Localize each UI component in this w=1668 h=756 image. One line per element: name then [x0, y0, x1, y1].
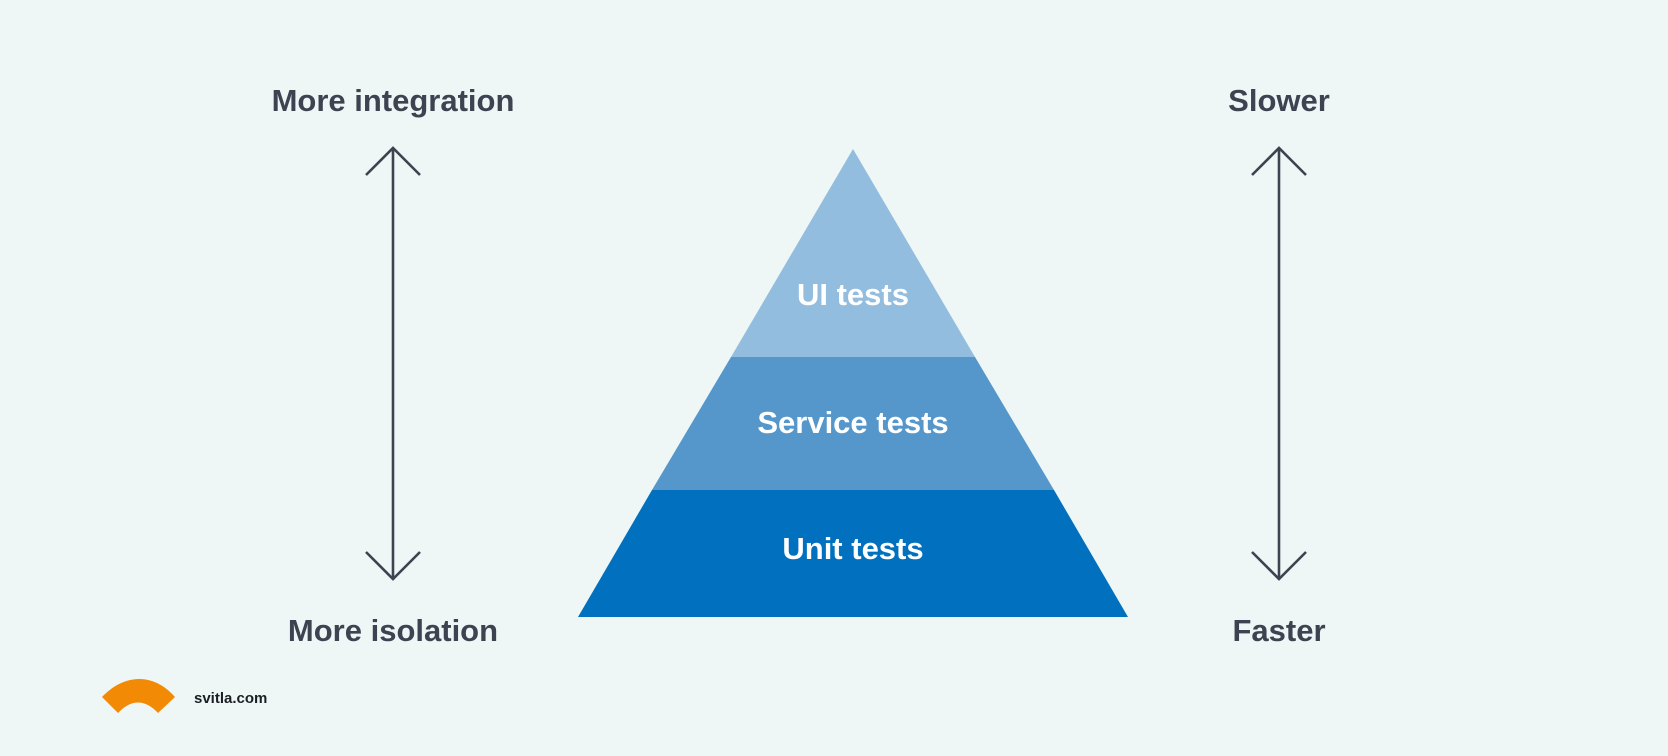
pyramid-tier-service	[652, 357, 1054, 490]
right-axis-bottom-label: Faster	[1232, 613, 1325, 648]
left-double-arrow-icon	[365, 146, 421, 581]
test-pyramid: UI tests Service tests Unit tests	[578, 149, 1128, 617]
pyramid-tier-unit	[578, 490, 1128, 617]
left-axis: More integration More isolation	[272, 83, 515, 648]
pyramid-tier-ui-label: UI tests	[797, 277, 909, 312]
right-axis-top-label: Slower	[1228, 83, 1330, 118]
svitla-logo-icon	[102, 678, 175, 713]
brand: svitla.com	[102, 678, 267, 713]
left-axis-bottom-label: More isolation	[288, 613, 498, 648]
pyramid-tier-service-label: Service tests	[757, 405, 948, 440]
right-axis: Slower Faster	[1228, 83, 1330, 648]
right-double-arrow-icon	[1251, 146, 1307, 581]
pyramid-tier-unit-label: Unit tests	[782, 531, 923, 566]
brand-url: svitla.com	[194, 690, 267, 707]
pyramid-tier-ui	[731, 149, 975, 357]
left-axis-top-label: More integration	[272, 83, 515, 118]
